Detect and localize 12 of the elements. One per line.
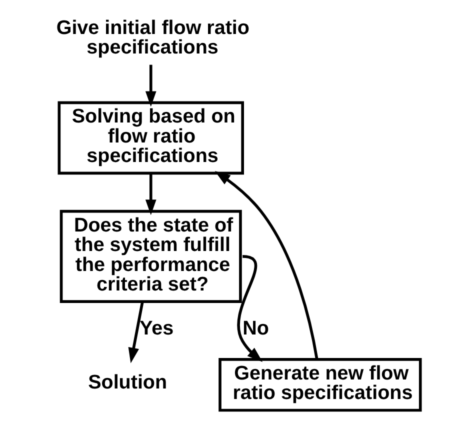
arrow bbox=[214, 170, 318, 360]
edge-label: Yes bbox=[140, 317, 174, 340]
arrow bbox=[128, 302, 144, 364]
node-text: Solution bbox=[88, 372, 168, 394]
arrow bbox=[145, 173, 156, 216]
edge-label: No bbox=[242, 317, 269, 340]
node-box: Generate new flow ratio specifications bbox=[218, 358, 422, 412]
node-text: Give initial flow ratio specifications bbox=[56, 16, 250, 59]
arrow bbox=[237, 255, 263, 362]
node-box: Solving based on flow ratio specifications bbox=[58, 101, 244, 175]
arrow bbox=[145, 64, 156, 107]
node-box: Does the state of the system fulfill the performance criteria set? bbox=[60, 210, 242, 303]
